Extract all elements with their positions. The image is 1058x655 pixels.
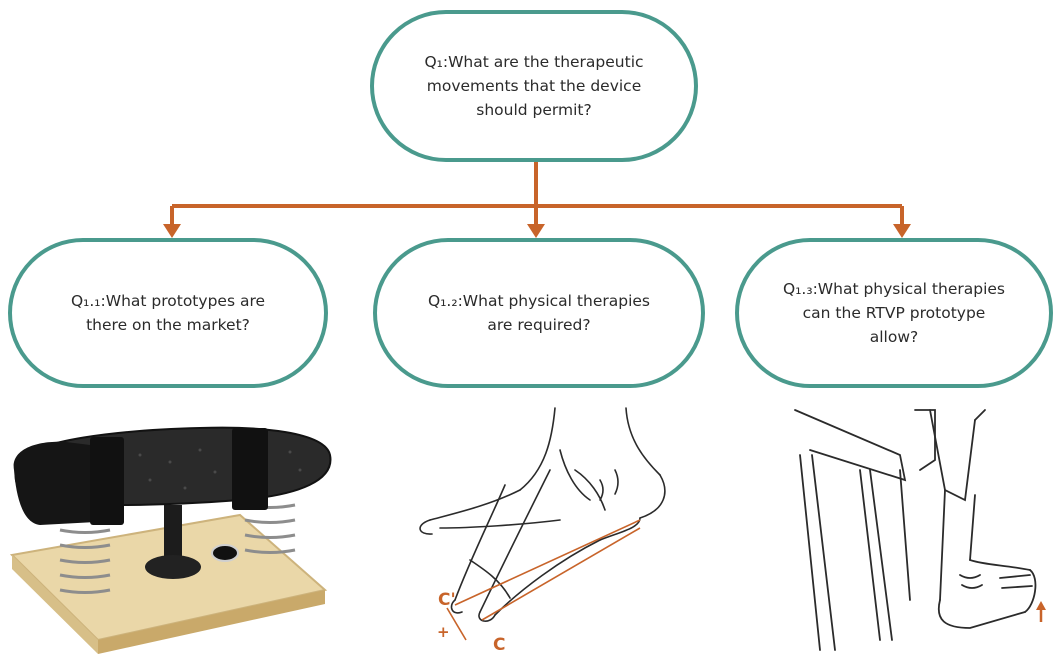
upward-arrow-icon xyxy=(1036,601,1046,622)
plus-label: + xyxy=(437,623,450,641)
arrowhead-left xyxy=(163,224,181,238)
question-1-1-text: Q₁.₁:What prototypes are there on the ma… xyxy=(70,292,266,334)
question-1-3-text: Q₁.₃:What physical therapies can the RTV… xyxy=(783,280,1005,346)
question-1-2-text: Q₁.₂:What physical therapies are require… xyxy=(428,292,650,334)
question-node-1-1: Q₁.₁:What prototypes are there on the ma… xyxy=(8,238,328,388)
foot-device-photo xyxy=(9,426,332,654)
seated-patient-drawing xyxy=(794,409,1037,651)
foot-movement-drawing xyxy=(419,407,666,622)
c-prime-label: C' xyxy=(438,590,456,610)
question-node-1-2: Q₁.₂:What physical therapies are require… xyxy=(373,238,705,388)
root-question-node: Q₁:What are the therapeutic movements th… xyxy=(370,10,698,162)
movement-markers xyxy=(446,519,641,641)
c-label: C xyxy=(493,635,505,655)
arrowhead-right xyxy=(893,224,911,238)
root-question-text: Q₁:What are the therapeutic movements th… xyxy=(424,53,644,119)
question-node-1-3: Q₁.₃:What physical therapies can the RTV… xyxy=(735,238,1053,388)
arrowhead-middle xyxy=(527,224,545,238)
